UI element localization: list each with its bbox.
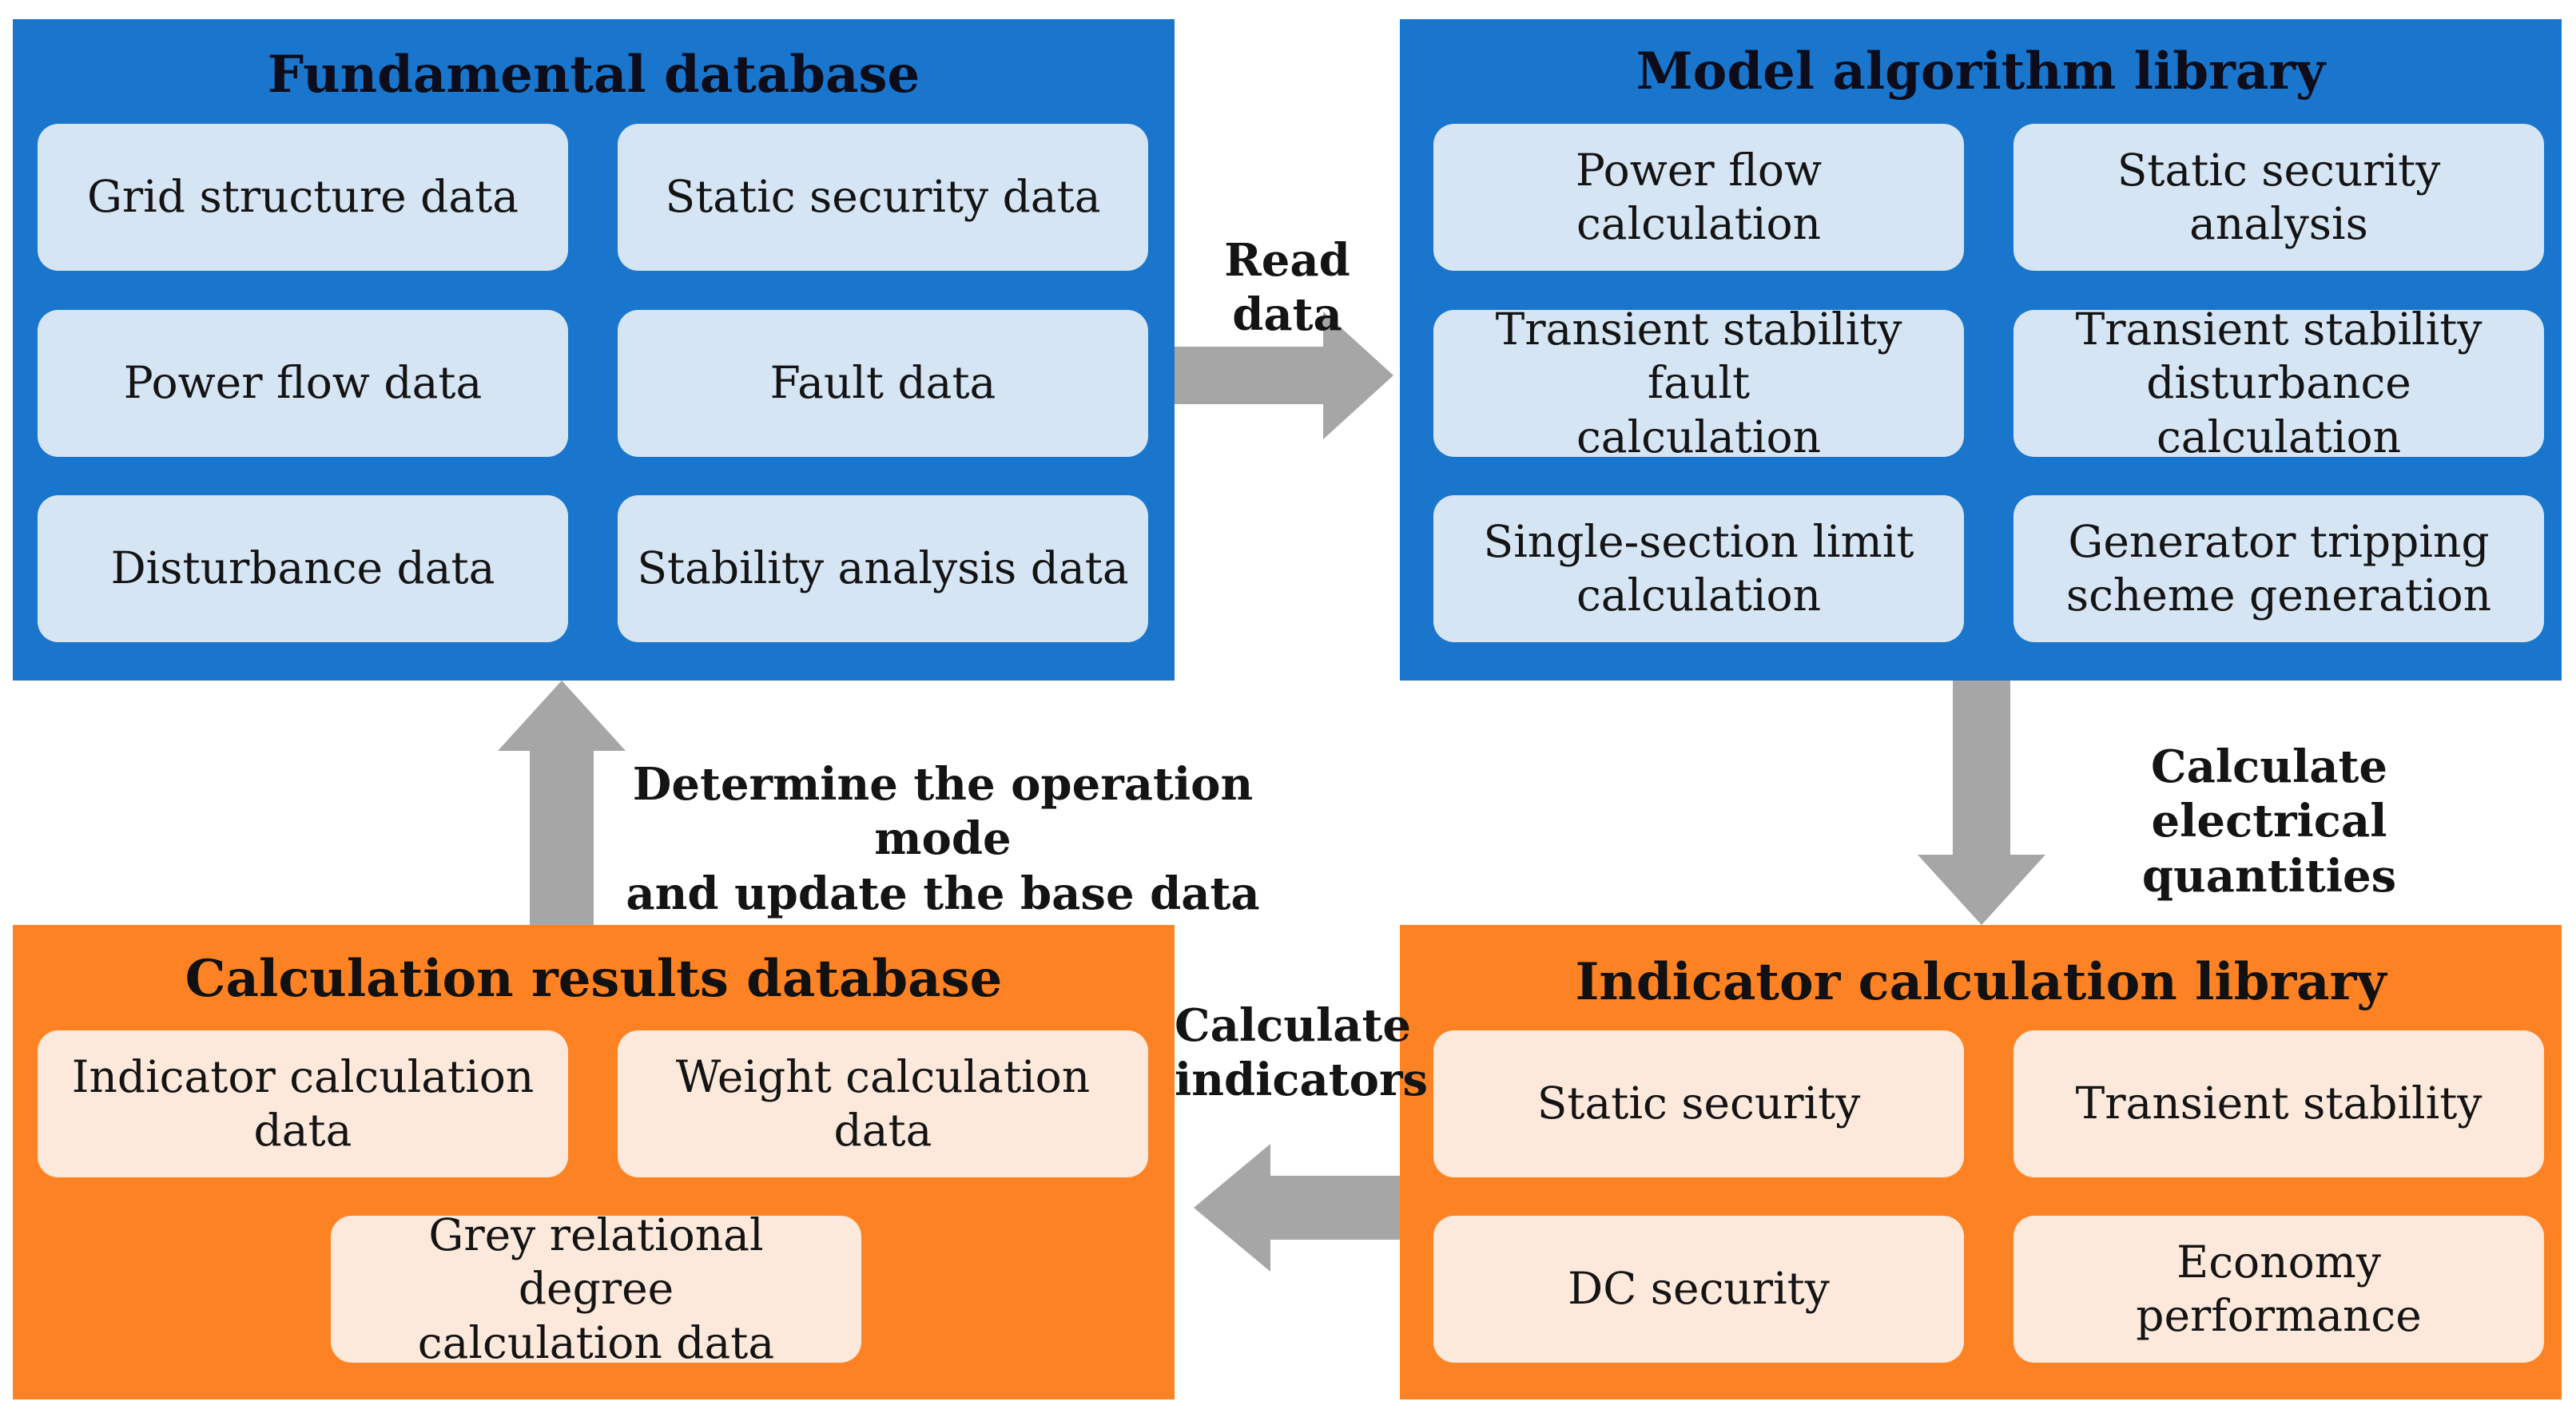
economy-performance-label: Economy performance (2136, 1236, 2422, 1341)
read-data-arrow (1175, 312, 1400, 439)
grid-structure-data-card: Grid structure data (38, 124, 568, 271)
single-section-limit-calculation-label: Single-section limit calculation (1483, 515, 1914, 621)
transient-stability-label: Transient stability (2075, 1078, 2483, 1129)
left-arrow-shape (1194, 1144, 1400, 1272)
economy-performance-card: Economy performance (2013, 1216, 2544, 1363)
static-security-data-label: Static security data (665, 171, 1101, 223)
dc-security-card: DC security (1433, 1216, 1964, 1363)
weight-calculation-data-label: Weight calculation data (675, 1050, 1091, 1156)
power-flow-data-label: Power flow data (123, 357, 483, 409)
up-arrow-shape (498, 681, 626, 925)
generator-tripping-scheme-generation-label: Generator tripping scheme generation (2065, 515, 2492, 621)
indicator-calculation-data-card: Indicator calculation data (38, 1030, 568, 1177)
single-section-limit-calculation-card: Single-section limit calculation (1433, 495, 1964, 642)
calculate-indicators-label: Calculate indicators (1175, 999, 1429, 1107)
grid-structure-data-label: Grid structure data (86, 171, 519, 223)
determine-operation-mode-arrow (498, 681, 626, 925)
fault-data-card: Fault data (618, 310, 1148, 457)
fault-data-label: Fault data (769, 357, 996, 409)
static-security-analysis-card: Static security analysis (2013, 124, 2544, 271)
transient-stability-disturbance-calculation-card: Transient stability disturbance calculat… (2013, 304, 2544, 462)
power-flow-calculation-card: Power flow calculation (1433, 124, 1964, 271)
right-arrow-shape (1175, 312, 1393, 439)
generator-tripping-scheme-generation-card: Generator tripping scheme generation (2013, 495, 2544, 642)
stability-analysis-data-label: Stability analysis data (637, 542, 1129, 594)
disturbance-data-card: Disturbance data (38, 495, 568, 642)
grey-relational-degree-calculation-data-label: Grey relational degree calculation data (417, 1209, 775, 1368)
static-security-data-card: Static security data (618, 124, 1148, 271)
transient-stability-fault-calculation-label: Transient stability fault calculation (1495, 304, 1902, 462)
calculate-electrical-quantities-label: Calculate electrical quantities (2141, 740, 2397, 903)
model-algorithm-library-title: Model algorithm library (1636, 42, 2326, 101)
transient-stability-fault-calculation-card: Transient stability fault calculation (1433, 304, 1964, 462)
determine-operation-mode-label: Determine the operation mode and update … (626, 758, 1260, 920)
stability-analysis-data-card: Stability analysis data (618, 495, 1148, 642)
power-flow-calculation-label: Power flow calculation (1575, 144, 1823, 249)
model-algorithm-library-panel: Model algorithm library Power flow calcu… (1400, 19, 2562, 681)
down-arrow-shape (1918, 681, 2045, 925)
static-security-analysis-label: Static security analysis (2117, 144, 2441, 249)
static-security-card: Static security (1433, 1030, 1964, 1177)
indicator-calculation-library-panel: Indicator calculation library Static sec… (1400, 925, 2562, 1399)
indicator-calculation-library-title: Indicator calculation library (1575, 952, 2387, 1012)
fundamental-database-title: Fundamental database (267, 45, 920, 105)
calculate-electrical-quantities-arrow (1918, 681, 2045, 925)
calculation-results-database-title: Calculation results database (185, 949, 1003, 1009)
grey-relational-degree-calculation-data-card: Grey relational degree calculation data (331, 1209, 861, 1368)
dc-security-label: DC security (1568, 1263, 1830, 1315)
power-flow-data-card: Power flow data (38, 310, 568, 457)
transient-stability-disturbance-calculation-label: Transient stability disturbance calculat… (2075, 304, 2483, 462)
indicator-calculation-data-label: Indicator calculation data (71, 1050, 535, 1156)
read-data-label: Read data (1224, 234, 1350, 342)
weight-calculation-data-card: Weight calculation data (618, 1030, 1148, 1177)
static-security-label: Static security (1536, 1078, 1861, 1129)
calculate-indicators-arrow (1175, 1144, 1400, 1272)
calculation-results-database-panel: Calculation results database Indicator c… (13, 925, 1175, 1399)
disturbance-data-label: Disturbance data (110, 542, 495, 594)
fundamental-database-panel: Fundamental database Grid structure data… (13, 19, 1175, 681)
transient-stability-card: Transient stability (2013, 1030, 2544, 1177)
